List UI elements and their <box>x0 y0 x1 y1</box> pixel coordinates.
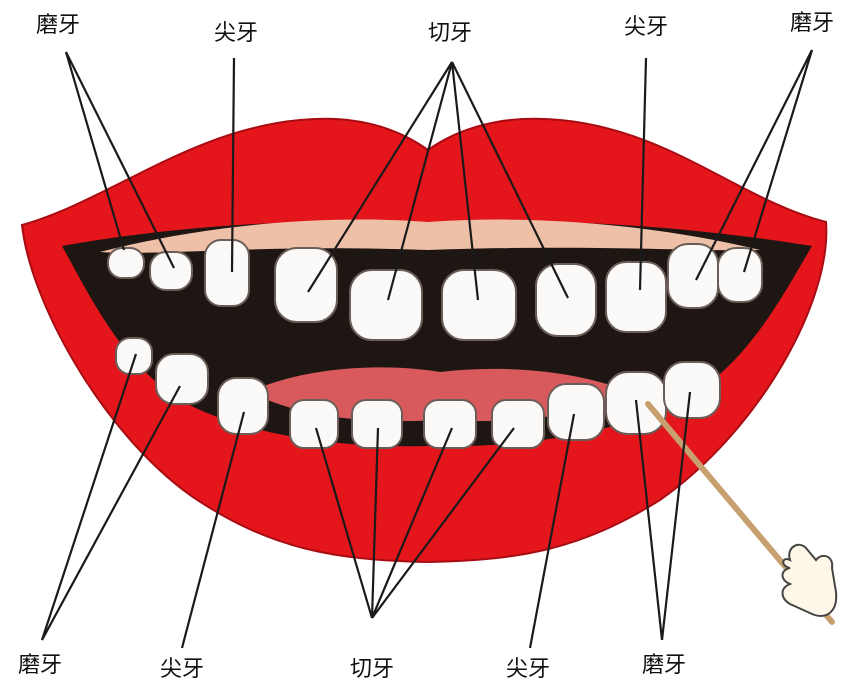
label-top-molar-right: 磨牙 <box>790 11 834 36</box>
tooth-upper-incisor-2 <box>350 270 422 340</box>
label-bottom-molar-left: 磨牙 <box>18 653 62 678</box>
label-bottom-incisors: 切牙 <box>350 657 394 682</box>
label-top-canine-left: 尖牙 <box>214 21 258 46</box>
tooth-lower-canine-left <box>218 378 268 434</box>
label-top-incisors: 切牙 <box>428 21 472 46</box>
label-top-canine-right: 尖牙 <box>624 15 668 40</box>
tooth-lower-molar-2 <box>156 354 208 404</box>
label-bottom-canine-right: 尖牙 <box>506 657 550 682</box>
tooth-upper-molar-4 <box>718 248 762 302</box>
tooth-lower-molar-1 <box>116 338 152 374</box>
tooth-lower-canine-right <box>548 384 604 440</box>
label-bottom-molar-right: 磨牙 <box>642 653 686 678</box>
tooth-upper-canine-right <box>606 262 666 332</box>
tooth-upper-molar-2 <box>150 252 192 290</box>
hand-icon <box>783 545 837 616</box>
label-bottom-canine-left: 尖牙 <box>160 657 204 682</box>
tooth-lower-incisor-4 <box>492 400 544 448</box>
tooth-lower-molar-4 <box>664 362 720 418</box>
tooth-upper-molar-1 <box>108 248 144 278</box>
tooth-upper-canine-left <box>205 240 249 306</box>
label-top-molar-left: 磨牙 <box>36 13 80 38</box>
tooth-lower-incisor-3 <box>424 400 476 448</box>
tooth-upper-incisor-4 <box>536 264 596 336</box>
tooth-upper-incisor-3 <box>442 270 516 340</box>
tooth-lower-incisor-1 <box>290 400 338 448</box>
